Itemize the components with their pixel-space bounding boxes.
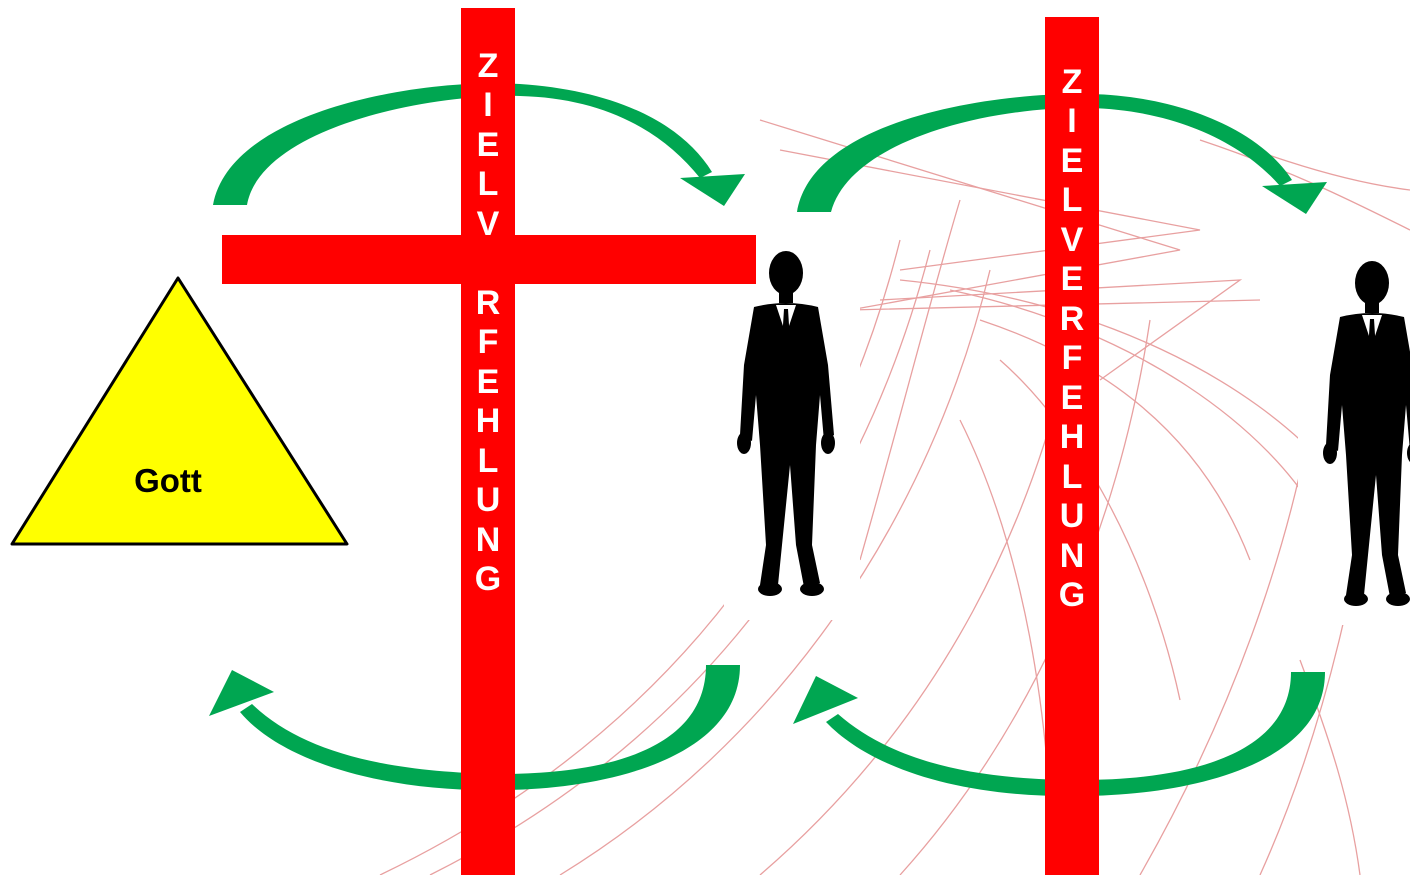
person-silhouette-right-icon bbox=[1323, 261, 1410, 606]
barrier-letter: Z bbox=[478, 46, 499, 86]
barrier-letter: N bbox=[476, 520, 501, 560]
barrier-letter: G bbox=[1059, 576, 1085, 616]
cross-beam-overlay bbox=[461, 235, 515, 284]
barrier-letter: L bbox=[478, 165, 499, 205]
barrier-letter: I bbox=[1067, 102, 1076, 142]
barrier-letter: L bbox=[478, 441, 499, 481]
barrier-letter: R bbox=[476, 283, 501, 323]
barrier-letter: L bbox=[1062, 181, 1083, 221]
barrier-letter: E bbox=[1061, 378, 1084, 418]
barrier-letter: E bbox=[477, 125, 500, 165]
person-silhouette-left-icon bbox=[737, 251, 835, 596]
barrier-letter: L bbox=[1062, 457, 1083, 497]
barrier-letter: Z bbox=[1062, 62, 1083, 102]
barrier-letter: F bbox=[1062, 339, 1083, 379]
barrier-letter: R bbox=[1060, 299, 1085, 339]
god-triangle bbox=[12, 278, 347, 544]
god-label: Gott bbox=[108, 462, 228, 500]
barrier-letter: I bbox=[483, 86, 492, 126]
barrier-letter: E bbox=[477, 362, 500, 402]
barrier-letter: U bbox=[1060, 497, 1085, 537]
barrier-letter: N bbox=[1060, 536, 1085, 576]
barrier-letter: U bbox=[476, 481, 501, 521]
barrier-letter: G bbox=[475, 560, 501, 600]
barrier-letter: E bbox=[1061, 141, 1084, 181]
barrier-letter: E bbox=[1061, 260, 1084, 300]
barrier-letter: F bbox=[478, 323, 499, 363]
barrier-letter: V bbox=[1061, 220, 1084, 260]
barrier-letter: H bbox=[476, 402, 501, 442]
barrier-letter: H bbox=[1060, 418, 1085, 458]
